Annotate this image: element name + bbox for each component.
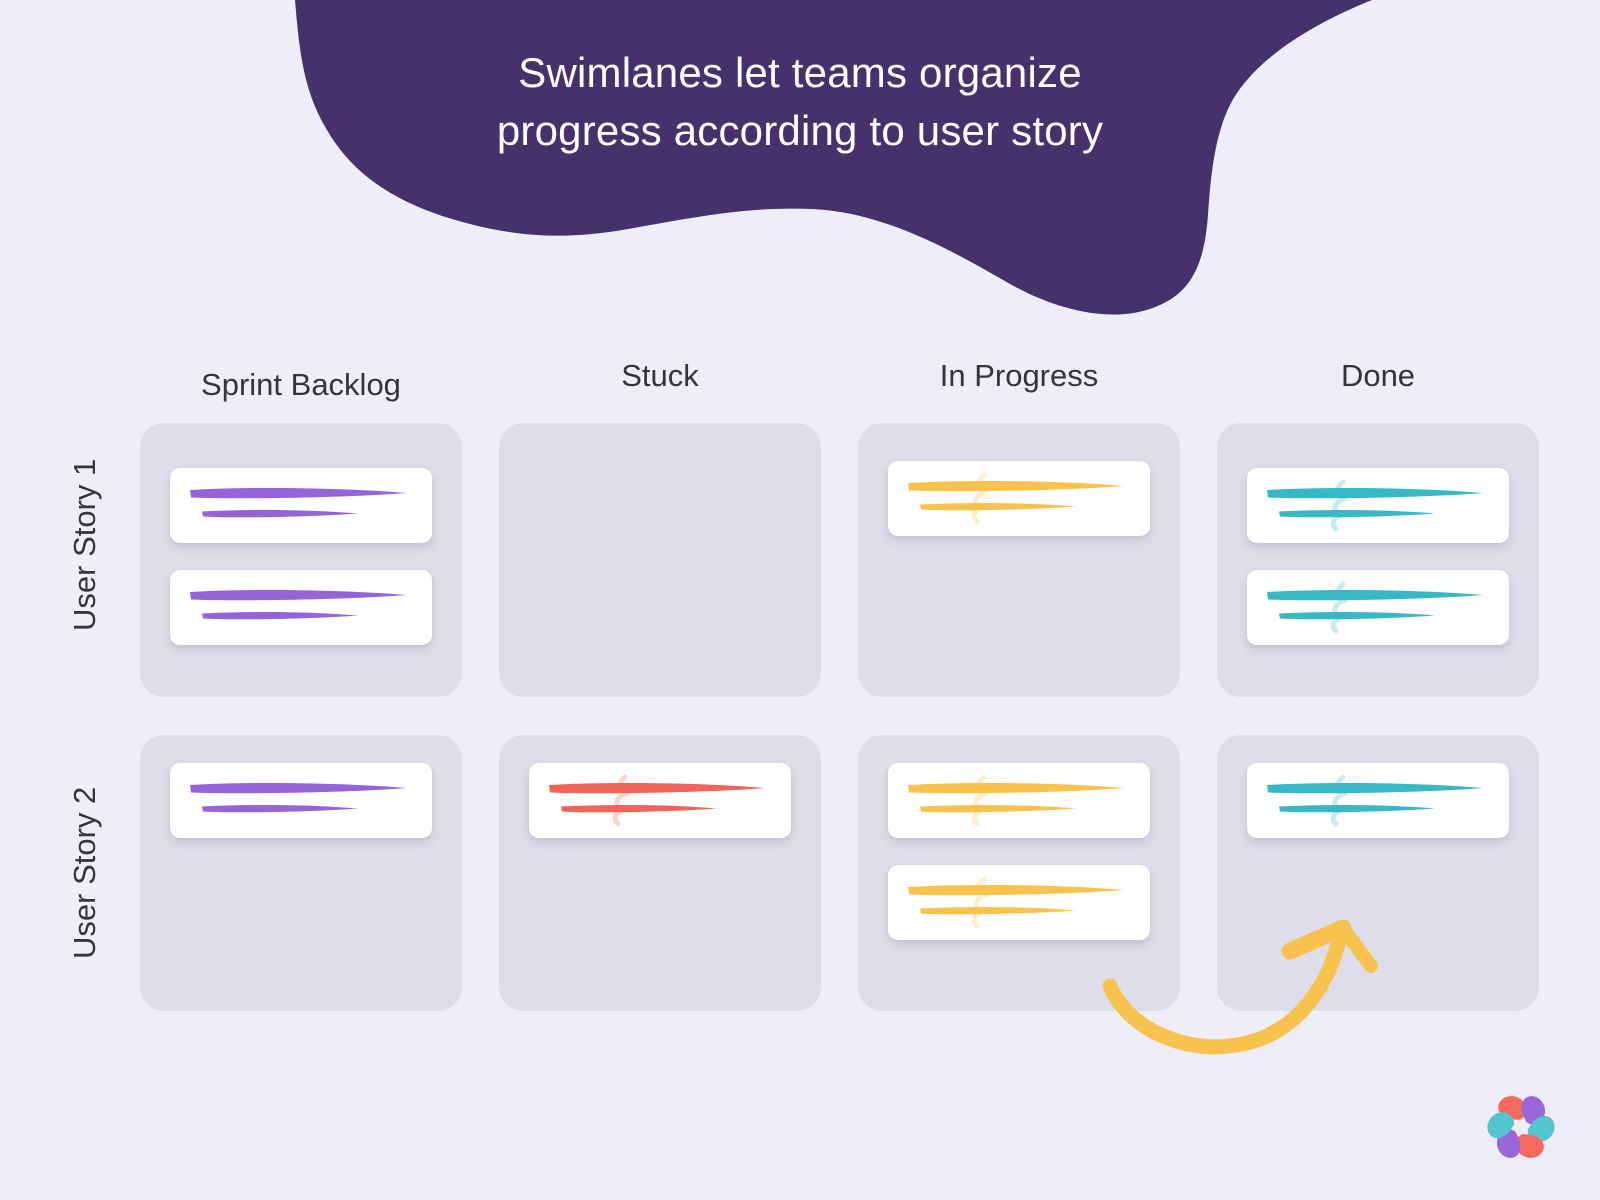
logo-petal-teal [1487,1112,1515,1139]
lane-user-story-2-in-progress [858,735,1180,1011]
lane-user-story-1-in-progress [858,423,1180,697]
task-card-teal [1247,468,1509,543]
scribble-lines-icon [190,782,406,813]
scribble-lines-icon [1267,479,1483,532]
title-line-1: Swimlanes let teams organize [518,49,1082,96]
blob-path [295,0,1372,315]
lane-user-story-1-sprint-backlog [140,423,462,697]
scribble-lines-icon [549,774,765,827]
column-header-stuck: Stuck [621,358,699,393]
lane-user-story-1-stuck [499,423,821,697]
lane-user-story-2-sprint-backlog [140,735,462,1011]
swimlane-row-1 [140,423,1539,697]
row-label-user-story-1: User Story 1 [67,458,102,632]
logo-petal-coral [1515,1134,1544,1158]
scribble-lines-icon [908,774,1124,827]
task-card-teal [1247,763,1509,838]
task-card-yellow [888,865,1150,940]
column-header-sprint-backlog: Sprint Backlog [201,367,401,402]
task-card-purple [170,763,432,838]
logo-petal-teal [1527,1115,1555,1142]
row-label-user-story-2: User Story 2 [67,786,102,960]
column-header-in-progress: In Progress [939,358,1099,393]
lane-user-story-1-done [1217,423,1539,697]
scribble-lines-icon [1267,774,1483,827]
header-blob-shape [295,0,1372,315]
lane-user-story-2-stuck [499,735,821,1011]
scribble-lines-icon [908,472,1124,525]
title: Swimlanes let teams organize progress ac… [400,44,1200,160]
column-header-done: Done [1340,358,1416,393]
task-card-purple [170,570,432,645]
column-headers: Sprint Backlog Stuck In Progress Done [140,346,1539,402]
scribble-lines-icon [190,589,406,620]
pinwheel-logo-icon [1487,1096,1555,1158]
lane-user-story-2-done [1217,735,1539,1011]
title-line-2: progress according to user story [496,107,1104,154]
task-card-yellow [888,763,1150,838]
scribble-lines-icon [190,487,406,518]
scribble-lines-icon [1267,581,1483,634]
swimlane-row-2 [140,735,1539,1011]
scribble-lines-icon [908,876,1124,929]
task-card-purple [170,468,432,543]
task-card-yellow [888,461,1150,536]
task-card-teal [1247,570,1509,645]
task-card-red [529,763,791,838]
